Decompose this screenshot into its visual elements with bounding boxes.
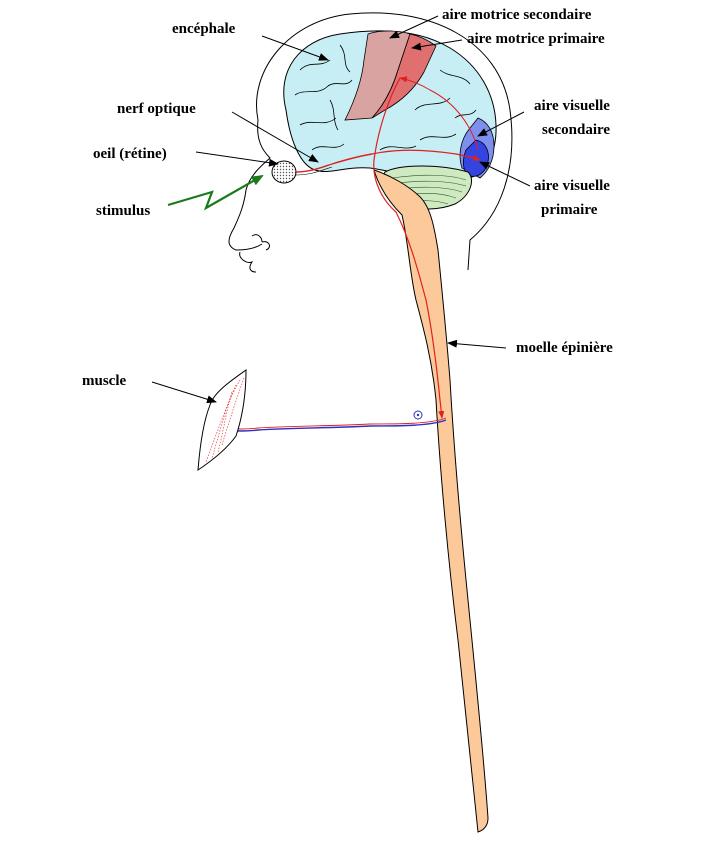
association-pathway <box>399 76 479 151</box>
spinal-cord <box>373 169 489 833</box>
label-arrows <box>151 15 531 404</box>
nose <box>251 234 270 251</box>
label-aire-visuelle-primaire-line2: primaire <box>541 202 598 218</box>
visual-pathway <box>371 149 481 161</box>
stimulus-arrow <box>167 175 264 211</box>
label-moelle-epiniere: moelle épinière <box>516 340 613 356</box>
optic-nerve <box>295 153 373 173</box>
muscle-fibers <box>205 377 245 463</box>
label-muscle: muscle <box>82 373 127 389</box>
muscle <box>197 369 247 471</box>
label-aire-visuelle-primaire-line1: aire visuelle <box>534 178 610 194</box>
label-aire-visuelle-secondaire-line2: secondaire <box>542 122 611 138</box>
label-nerf-optique: nerf optique <box>117 101 196 117</box>
motor-pathway <box>373 77 445 419</box>
label-aire-motrice-primaire: aire motrice primaire <box>467 31 605 47</box>
label-oeil: oeil (rétine) <box>93 146 167 162</box>
label-encephale: encéphale <box>172 21 236 37</box>
label-aire-motrice-secondaire: aire motrice secondaire <box>442 7 592 23</box>
brain-folds <box>294 44 477 151</box>
label-aire-visuelle-secondaire-line1: aire visuelle <box>534 98 610 114</box>
eye <box>271 160 297 184</box>
head-outline <box>228 12 513 273</box>
motor-primary-area <box>371 33 437 119</box>
label-stimulus: stimulus <box>96 203 151 219</box>
